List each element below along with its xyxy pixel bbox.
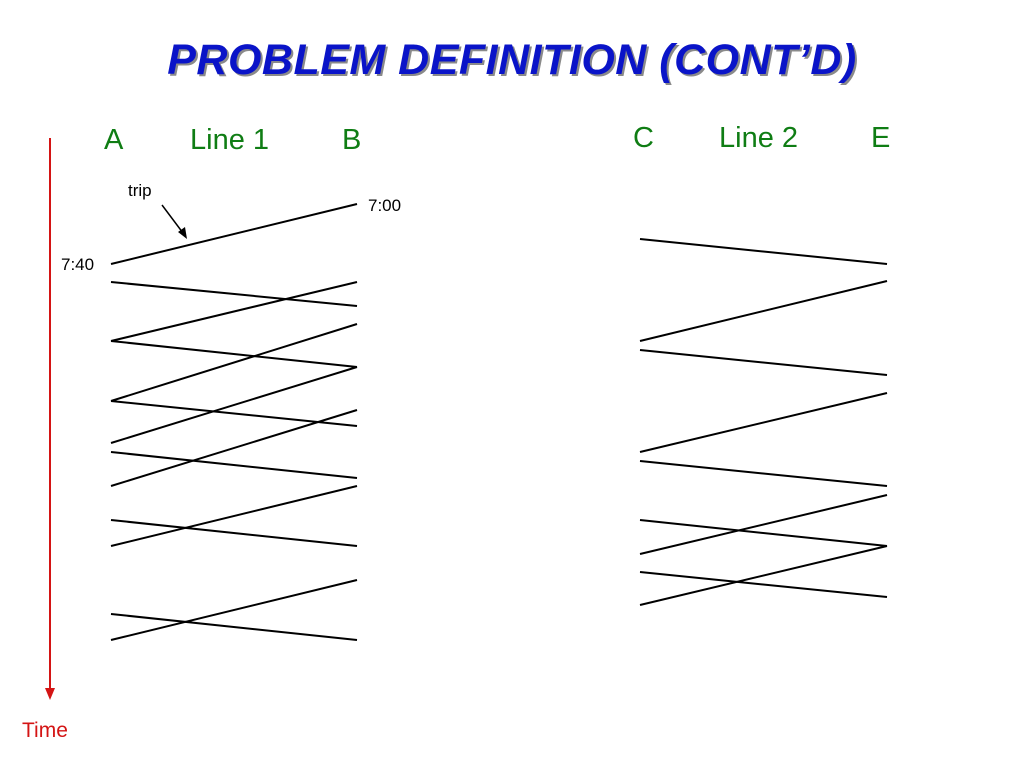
line-2-trip [639, 519, 888, 547]
line-1-trip [110, 281, 358, 342]
line-1-trip [110, 203, 358, 265]
stop-e-label: E [871, 122, 891, 154]
line-2-trip [639, 545, 888, 606]
line-1-trip [110, 579, 358, 641]
line-1-trip [110, 340, 358, 368]
line-2-trips [639, 238, 888, 606]
trip-annotation-arrow [161, 204, 187, 239]
line-2-trip [639, 238, 888, 265]
line-2-trip [639, 349, 888, 376]
stop-b-label: B [342, 124, 362, 156]
line-1-trip [110, 451, 358, 479]
time-7-00-label: 7:00 [368, 196, 402, 215]
stop-a-label: A [104, 124, 124, 156]
time-7-40-label: 7:40 [61, 255, 95, 274]
line-2-label: Line 2 [719, 122, 799, 154]
line-2-trip [639, 392, 888, 453]
line-1-trips [110, 203, 358, 641]
line-2-trip [639, 494, 888, 555]
line-2-trip [639, 280, 888, 342]
time-axis-arrowhead [45, 688, 55, 700]
time-axis-label: Time [22, 719, 68, 742]
line-1-trip [110, 613, 358, 641]
line-1-trip [110, 366, 358, 444]
line-1-label: Line 1 [190, 124, 270, 156]
trip-arrow-line [161, 204, 184, 234]
line-1-trip [110, 281, 358, 307]
trip-label: trip [128, 181, 152, 200]
line-1-trip [110, 519, 358, 547]
line-2-trip [639, 571, 888, 598]
line-1-trip [110, 485, 358, 547]
slide-title: PROBLEM DEFINITION (CONT’D) [167, 36, 857, 84]
time-axis [45, 138, 55, 700]
line-1-trip [110, 409, 358, 487]
trip-arrow-head [178, 227, 187, 239]
line-1-trip [110, 323, 358, 402]
line-2-trip [639, 460, 888, 487]
stop-c-label: C [633, 122, 654, 154]
